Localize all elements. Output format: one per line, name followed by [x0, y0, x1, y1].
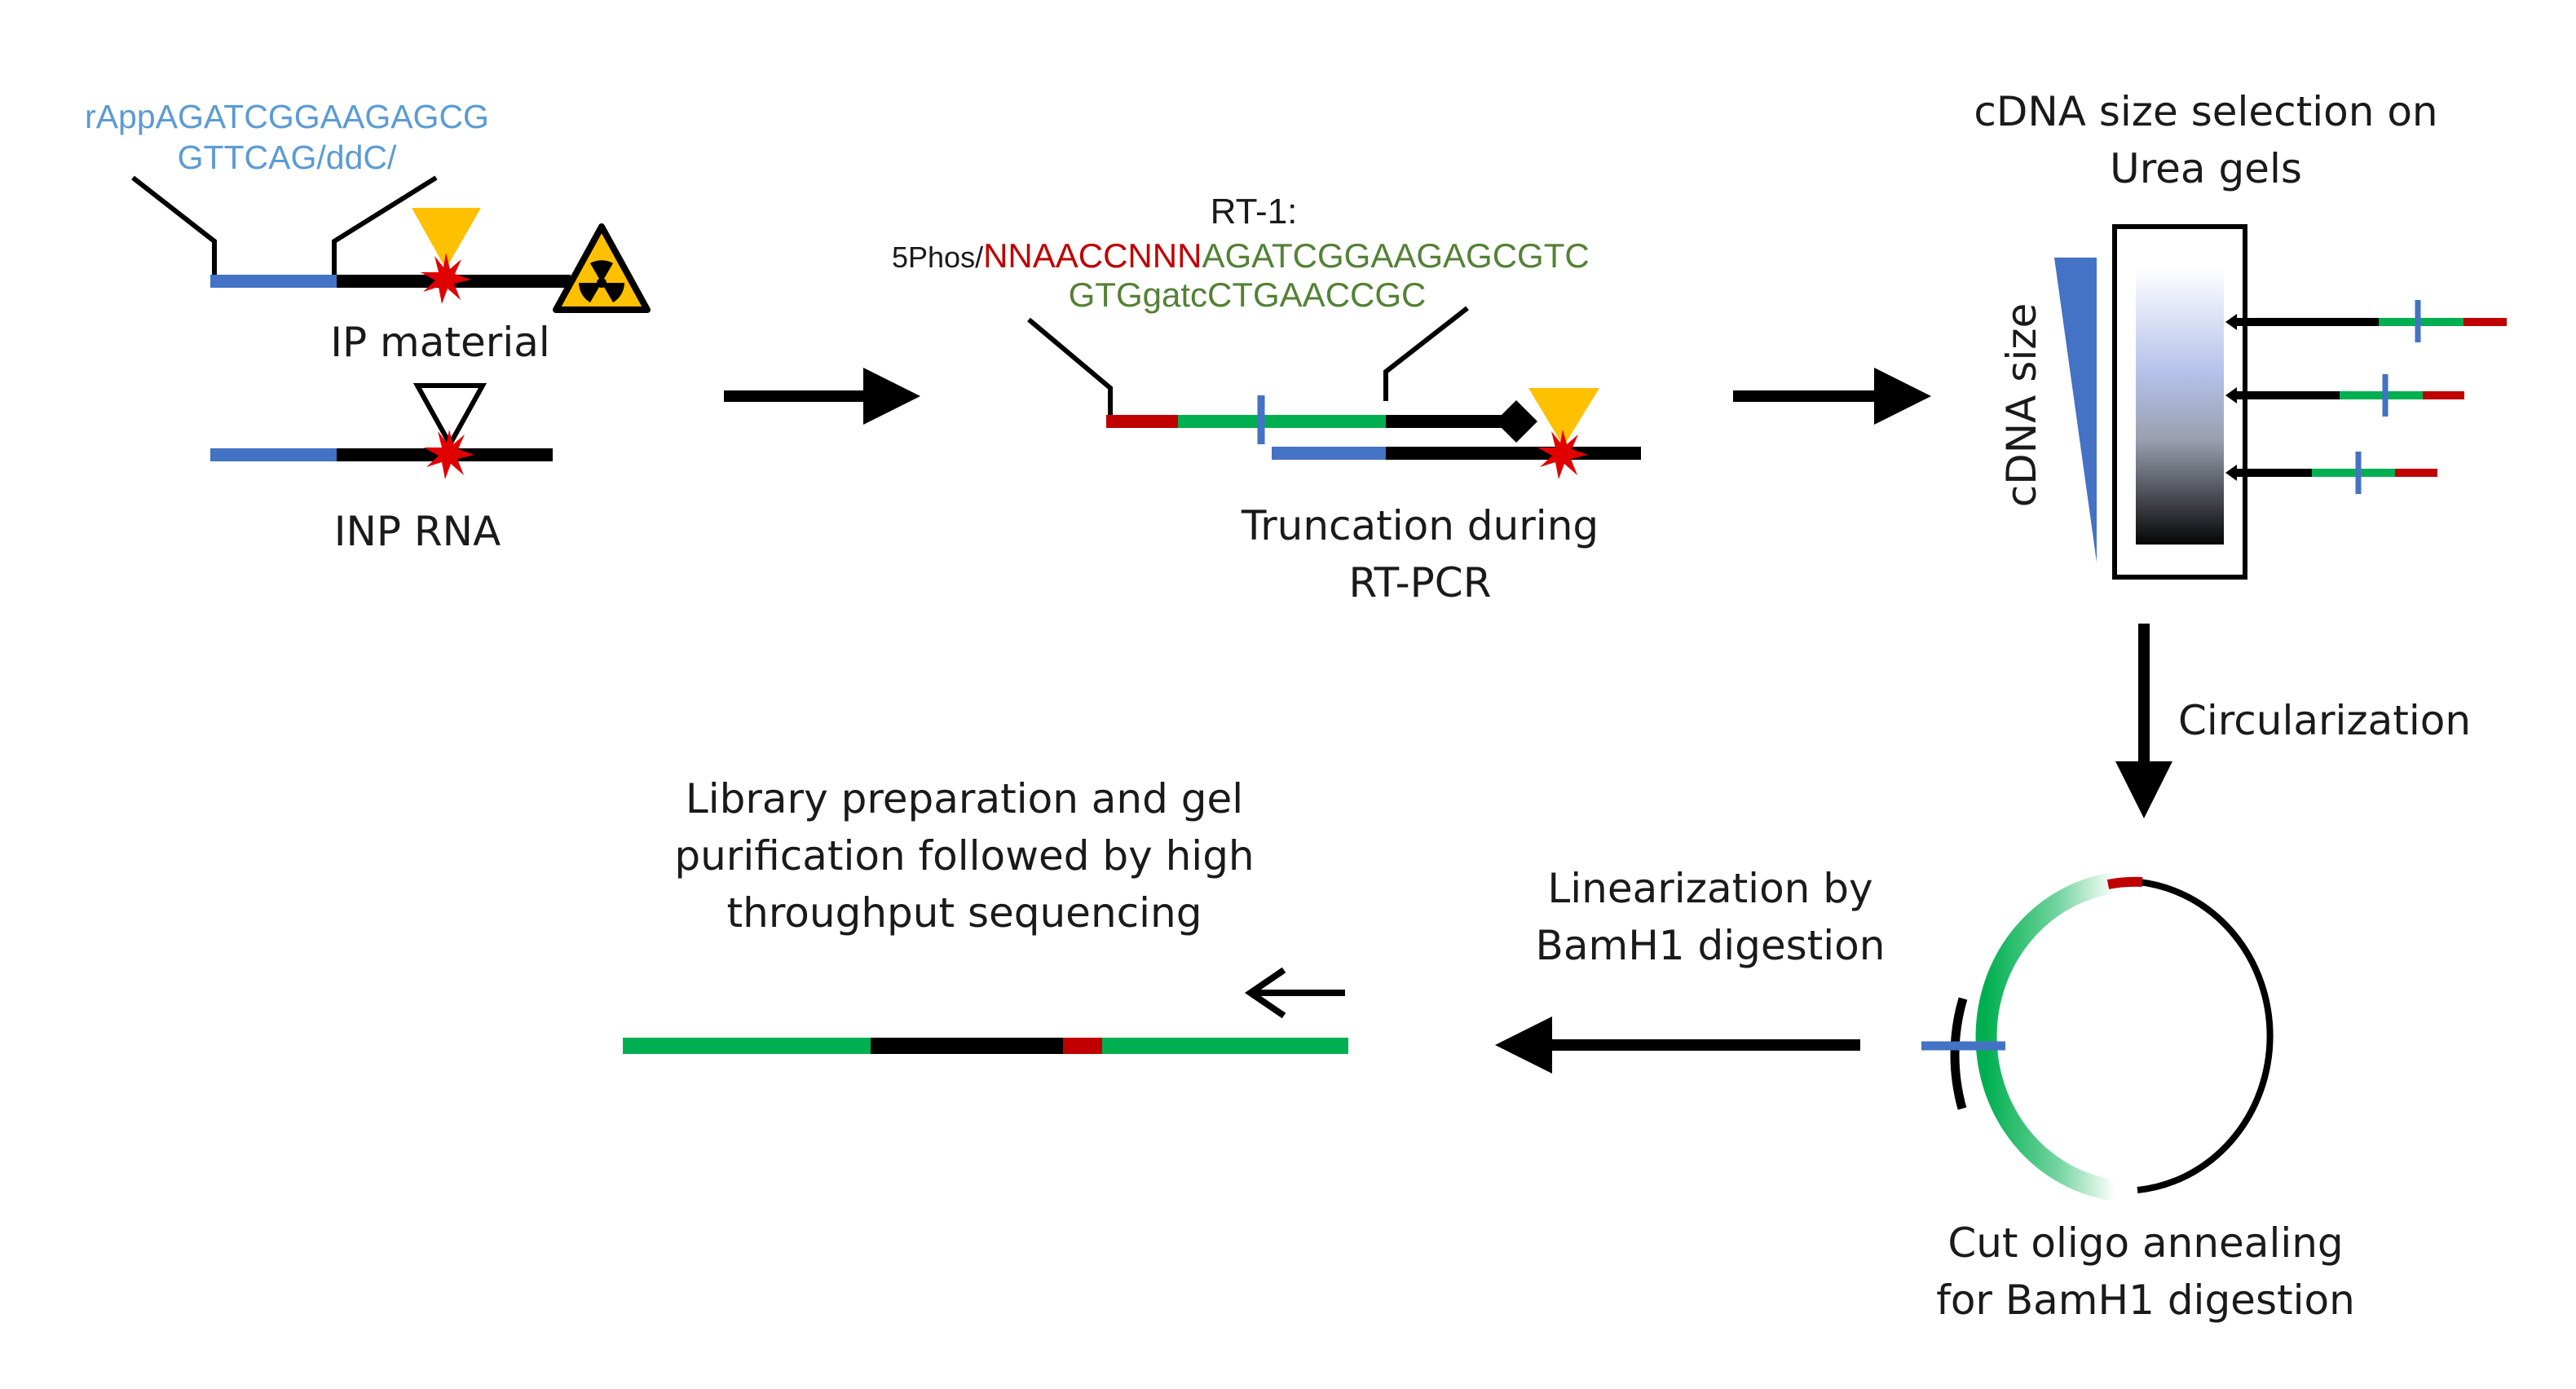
adapter-sequence-line1: rAppAGATCGGAAGAGCG [85, 98, 489, 135]
cdna-size-axis-label: cDNA size [1998, 302, 2045, 508]
adapter-left-arm [131, 175, 217, 277]
rt-primer-sequence-line1: 5Phos/NNAACCNNNAGATCGGAAGAGCGTC [892, 234, 1590, 280]
protein-triangle-outline-icon [412, 383, 487, 450]
primer-right-arm [1383, 306, 1469, 401]
size-selection-label-line2: Urea gels [2110, 145, 2302, 192]
rt-truncation-molecule [1027, 306, 1641, 479]
truncation-diamond-icon [1495, 400, 1537, 443]
inp-rna-label: INP RNA [333, 508, 501, 555]
protein-triangle-icon [1528, 388, 1599, 447]
truncation-label-line2: RT-PCR [1348, 559, 1492, 606]
size-selected-cdna-short [2225, 452, 2437, 494]
size-selection-label: cDNA size selection on Urea gels [1974, 83, 2437, 197]
radiation-hazard-icon [553, 223, 651, 313]
adapter-sequence-line2: GTTCAG/ddC/ [177, 139, 397, 176]
rt-primer-prefix: 5Phos/ [892, 240, 984, 274]
truncation-label-line1: Truncation during [1241, 502, 1599, 549]
cut-oligo-label-line2: for BamH1 digestion [1936, 1277, 2355, 1324]
circle-green-arc [1975, 872, 2117, 1201]
ip-material-label: IP material [330, 319, 550, 366]
adapter-right-arm [332, 175, 438, 277]
circle-red-barcode [2106, 876, 2143, 889]
adapter-sequence: rAppAGATCGGAAGAGCG GTTCAG/ddC/ [85, 96, 489, 178]
gel-lane [2136, 267, 2224, 545]
size-selected-cdna-long [2225, 300, 2507, 342]
library-prep-label-line2: purification followed by high [674, 832, 1255, 880]
cdna-size-gradient-wedge [2054, 258, 2097, 562]
linearization-label-line2: BamH1 digestion [1535, 922, 1886, 969]
circularization-label: Circularization [2178, 697, 2472, 744]
library-prep-label-line3: throughput sequencing [726, 889, 1202, 937]
rt-primer-adapter: AGATCGGAAGAGCGTC [1202, 236, 1590, 275]
ip-material-molecule [131, 175, 651, 313]
library-prep-label-line1: Library preparation and gel [685, 775, 1244, 822]
cut-oligo-label: Cut oligo annealing for BamH1 digestion [1936, 1215, 2355, 1329]
circular-cdna [1921, 872, 2274, 1201]
primer-left-arm [1027, 317, 1113, 420]
size-selection-label-line1: cDNA size selection on [1974, 88, 2438, 135]
inp-rna-molecule [210, 383, 553, 479]
circle-black-arc [2137, 879, 2274, 1193]
rt-primer-name: RT-1: [1210, 192, 1298, 232]
library-prep-label: Library preparation and gel purification… [674, 770, 1254, 941]
rt-primer-sequence-line2: GTGgatcCTGAACCGC [1068, 276, 1427, 314]
crosslink-star-icon [421, 253, 471, 304]
linearization-label-line1: Linearization by [1547, 865, 1873, 912]
rt-primer-barcode: NNAACCNNN [983, 236, 1202, 275]
crosslink-star-icon [424, 430, 474, 479]
size-selected-cdna-medium [2225, 374, 2464, 417]
linearization-label: Linearization by BamH1 digestion [1536, 860, 1886, 974]
cut-oligo [1950, 997, 1968, 1110]
cut-oligo-label-line1: Cut oligo annealing [1947, 1219, 2344, 1267]
protein-triangle-icon [412, 208, 481, 269]
crosslink-star-icon [1537, 430, 1588, 479]
truncation-label: Truncation during RT-PCR [1242, 497, 1599, 611]
urea-gel [2054, 224, 2247, 580]
read-direction-arrow-icon [1244, 967, 1345, 1019]
